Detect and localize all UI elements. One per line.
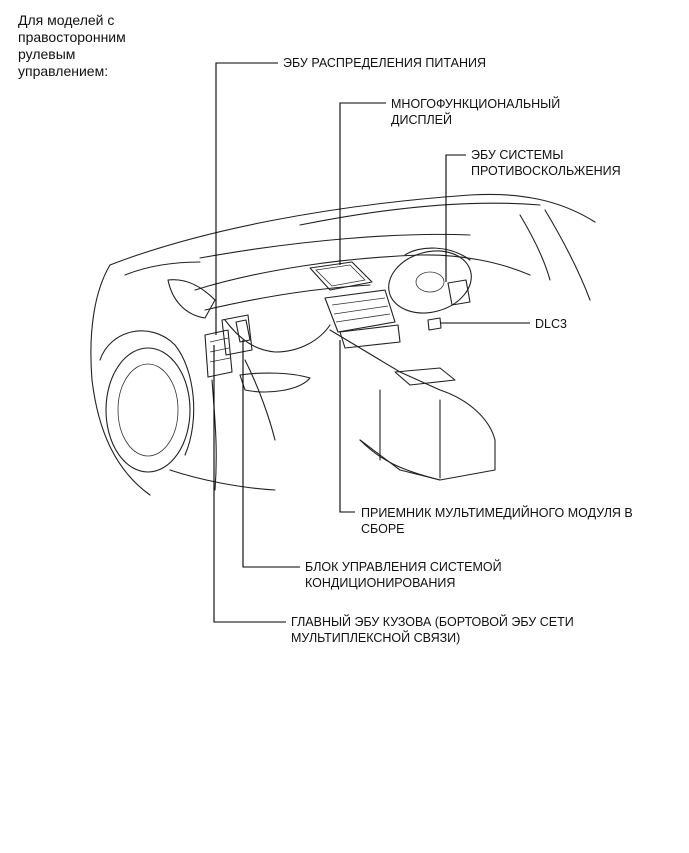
label-power-distribution-ecu: ЭБУ РАСПРЕДЕЛЕНИЯ ПИТАНИЯ xyxy=(283,56,486,70)
display-leader xyxy=(339,102,386,265)
ac-unit-leader xyxy=(242,340,300,568)
body-ecu-block xyxy=(204,329,233,378)
power-ecu-leader xyxy=(215,62,278,335)
steering-wheel xyxy=(388,250,472,314)
dlc3-connector xyxy=(427,317,442,331)
power-distribution-ecu xyxy=(221,314,253,356)
wheel-rim xyxy=(117,363,179,457)
windshield-top-line xyxy=(109,193,596,266)
label-ac-control-unit: БЛОК УПРАВЛЕНИЯ СИСТЕМОЙ КОНДИЦИОНИРОВАН… xyxy=(305,560,502,590)
body-ecu-leader xyxy=(213,345,286,623)
center-console xyxy=(329,329,496,481)
climate-panel xyxy=(339,324,401,349)
display-screen xyxy=(315,264,366,287)
body-ecu-detail xyxy=(209,337,231,363)
label-multimedia-receiver: ПРИЕМНИК МУЛЬТИМЕДИЙНОГО МОДУЛЯ В СБОРЕ xyxy=(361,506,633,536)
skid-ecu-leader xyxy=(445,154,466,282)
ac-amplifier xyxy=(235,319,251,343)
dash-top xyxy=(194,254,531,291)
label-dlc3: DLC3 xyxy=(535,317,567,331)
label-skid-control-ecu: ЭБУ СИСТЕМЫ ПРОТИВОСКОЛЬЖЕНИЯ xyxy=(471,148,621,178)
kick-panel-line xyxy=(211,379,217,491)
skid-control-ecu xyxy=(447,279,471,306)
receiver-slot-2 xyxy=(333,305,389,315)
glovebox-handle xyxy=(239,372,311,393)
dash-mid xyxy=(204,284,371,311)
floor-line xyxy=(244,359,276,441)
console-base xyxy=(359,439,441,481)
applicability-note: Для моделей с правосторонним рулевым упр… xyxy=(18,12,126,79)
receiver-slot-1 xyxy=(331,297,386,306)
steering-hub xyxy=(415,271,445,293)
label-multi-display: МНОГОФУНКЦИОНАЛЬНЫЙ ДИСПЛЕЙ xyxy=(391,97,561,127)
receiver-leader xyxy=(339,340,355,513)
left-mirror-top xyxy=(124,261,201,276)
wheel-arch-outer xyxy=(99,330,195,456)
instrument-hood xyxy=(404,247,471,261)
multi-display-unit xyxy=(309,261,373,291)
receiver-unit xyxy=(324,289,396,333)
receiver-slot-3 xyxy=(335,313,391,323)
left-door-outline xyxy=(90,264,151,496)
glovebox-area xyxy=(224,319,331,353)
windshield-lower-line xyxy=(199,233,471,259)
wheel-tire xyxy=(105,347,191,473)
a-pillar-right-inner xyxy=(519,214,551,281)
sill-line xyxy=(169,469,276,491)
label-main-body-ecu: ГЛАВНЫЙ ЭБУ КУЗОВА (БОРТОВОЙ ЭБУ СЕТИ МУ… xyxy=(291,615,574,645)
windshield-inner-line xyxy=(299,202,541,226)
armrest xyxy=(394,367,456,386)
a-pillar-right xyxy=(544,209,591,301)
side-mirror xyxy=(167,279,216,319)
